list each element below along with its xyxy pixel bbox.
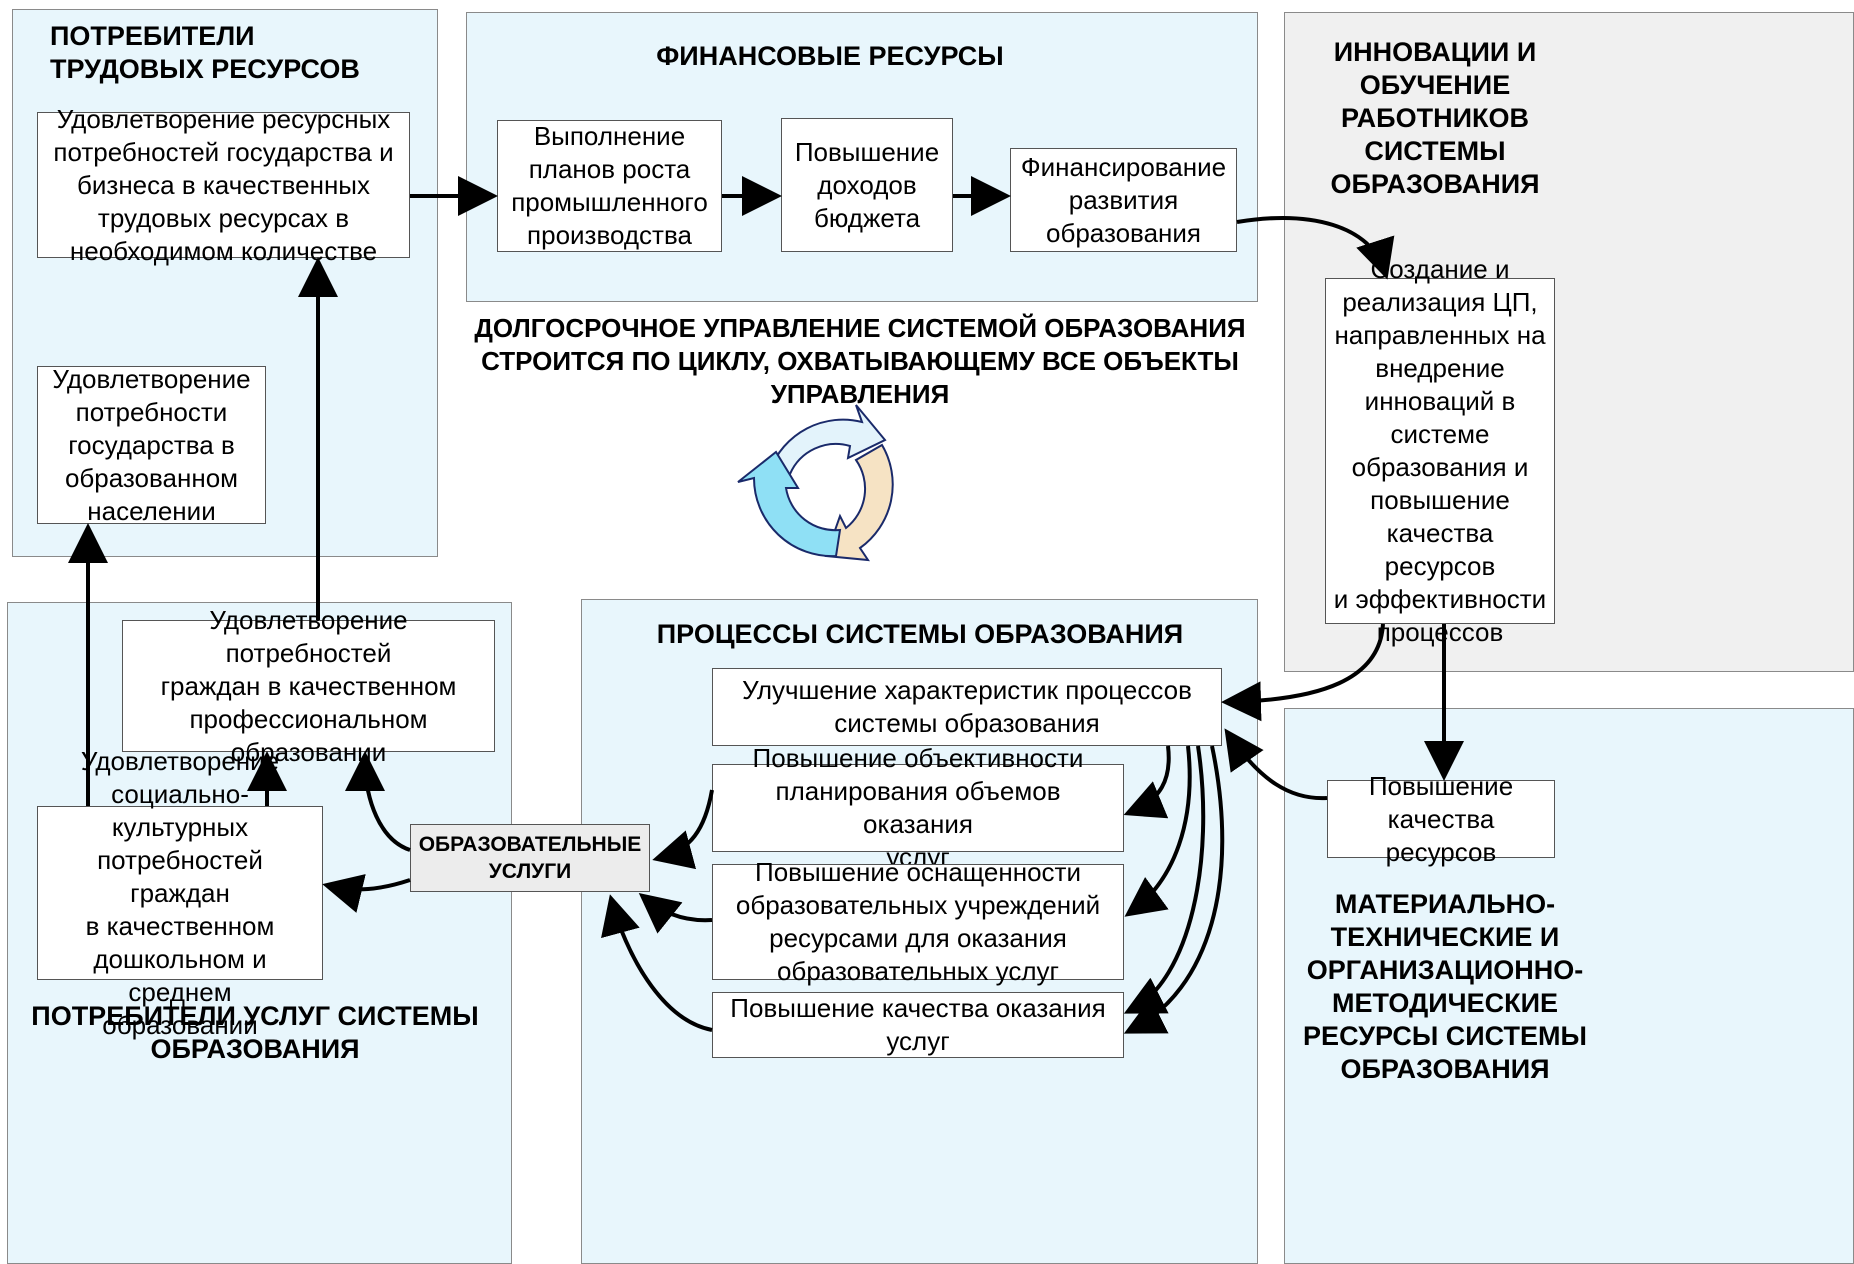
- process-characteristics-box: Улучшение характеристик процессов систем…: [712, 668, 1222, 746]
- education-financing-box: Финансирование развития образования: [1010, 148, 1237, 252]
- financial-resources-title: ФИНАНСОВЫЕ РЕСУРСЫ: [656, 41, 1004, 71]
- center-caption: ДОЛГОСРОЧНОЕ УПРАВЛЕНИЕ СИСТЕМОЙ ОБРАЗОВ…: [474, 313, 1246, 409]
- processes-title: ПРОЦЕССЫ СИСТЕМЫ ОБРАЗОВАНИЯ: [656, 619, 1184, 649]
- arrow-planning-to-services: [652, 789, 714, 870]
- educational-services-box: ОБРАЗОВАТЕЛЬНЫЕ УСЛУГИ: [410, 824, 650, 892]
- innovation-title: ИННОВАЦИИ И ОБУЧЕНИЕ РАБОТНИКОВ СИСТЕМЫ …: [1330, 37, 1540, 199]
- service-quality-box: Повышение качества оказания услуг: [712, 992, 1124, 1058]
- arrow-services-to-professional: [345, 751, 411, 852]
- arrow-process-to-quality-2: [1123, 745, 1225, 1034]
- cycle-arc-right: [824, 443, 894, 562]
- arrow-process-to-quality-1: [1123, 745, 1206, 1014]
- arrow-process-to-equipment: [1124, 745, 1192, 917]
- budget-income-box: Повышение доходов бюджета: [781, 118, 953, 252]
- arrow-programs-to-process-char: [1221, 623, 1385, 722]
- arrow-process-to-planning: [1123, 745, 1171, 819]
- cycle-arc-top: [768, 404, 887, 476]
- material-resources-title: МАТЕРИАЛЬНО- ТЕХНИЧЕСКИЕ И ОРГАНИЗАЦИОНН…: [1303, 889, 1587, 1084]
- cycle-arc-left: [737, 450, 842, 558]
- arrow-resource-quality-to-process-char: [1224, 728, 1328, 801]
- service-consumers-title: ПОТРЕБИТЕЛИ УСЛУГ СИСТЕМЫ ОБРАЗОВАНИЯ: [31, 1001, 479, 1064]
- arrow-equipment-to-services: [638, 893, 713, 934]
- professional-education-box: Удовлетворение потребностей граждан в ка…: [122, 605, 495, 767]
- industrial-growth-box: Выполнение планов роста промышленного пр…: [497, 120, 722, 252]
- arrow-financing-to-programs: [1236, 216, 1395, 280]
- arrow-quality-to-services: [601, 894, 713, 1032]
- labor-consumers-title: ПОТРЕБИТЕЛИ ТРУДОВЫХ РЕСУРСОВ: [50, 21, 360, 84]
- cycle-icon: [737, 404, 894, 562]
- arrow-services-to-preschool: [322, 874, 411, 913]
- state-educated-population-box: Удовлетворение потребности государства в…: [37, 364, 266, 526]
